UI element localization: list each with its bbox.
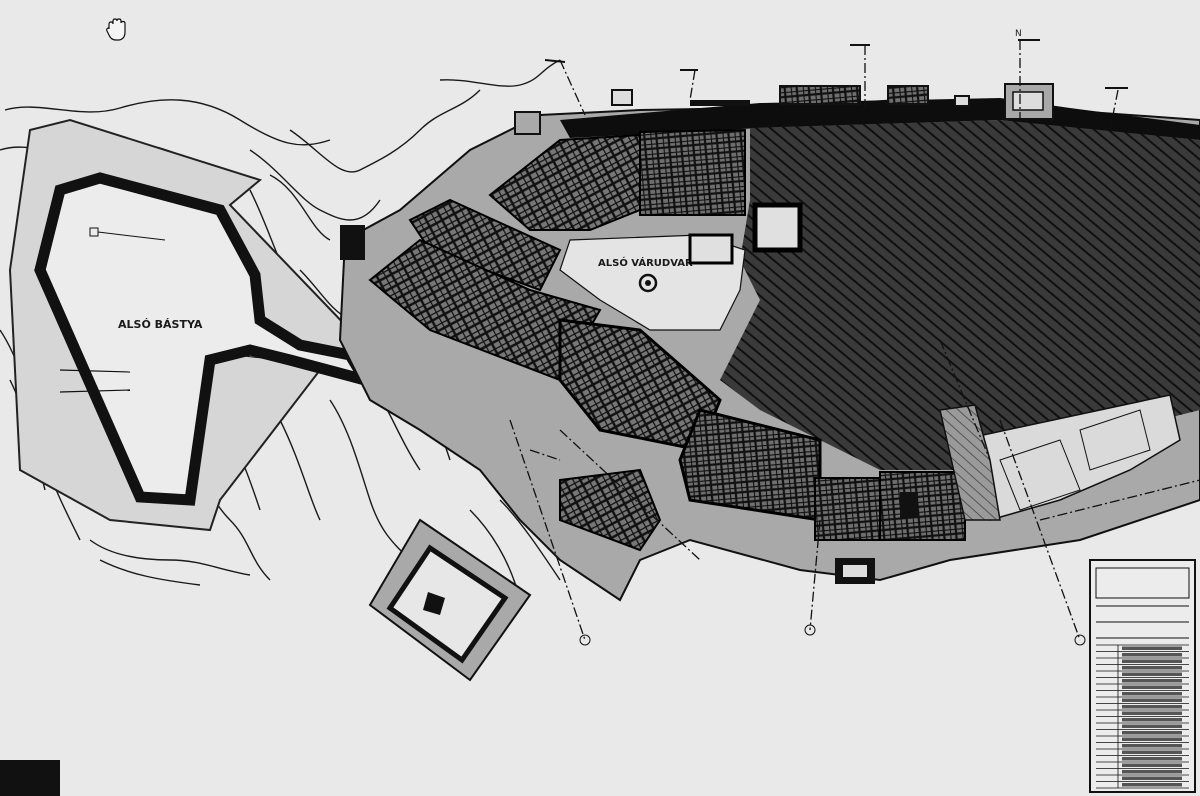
section-lines — [509, 40, 1200, 641]
east-wing[interactable] — [835, 394, 1181, 584]
label-also-bastya: ALSÓ BÁSTYA — [118, 318, 203, 331]
title-block-row-text — [1122, 672, 1182, 676]
title-block-row-text — [1122, 763, 1182, 767]
title-block-row-text — [1122, 744, 1182, 748]
title-block-row-text — [1122, 750, 1182, 754]
title-block-row-text — [1122, 724, 1182, 728]
title-block-row-text — [1122, 731, 1182, 735]
section-markers: N — [544, 29, 1128, 646]
title-block — [1089, 559, 1196, 793]
title-block-row-text — [1122, 698, 1182, 702]
title-block-row-text — [1122, 659, 1182, 663]
title-block-row-text — [1122, 737, 1182, 741]
marker-square — [89, 227, 99, 237]
title-block-row-text — [1122, 776, 1182, 780]
title-block-row-text — [1122, 646, 1182, 650]
title-block-row-text — [1122, 711, 1182, 715]
label-also-varudvar: ALSÓ VÁRUDVAR — [598, 256, 693, 269]
title-block-row-text — [1122, 679, 1182, 683]
title-block-row-text — [1122, 718, 1182, 722]
excavated-buildings[interactable] — [340, 111, 966, 552]
title-block-row-text — [1122, 692, 1182, 696]
title-block-row-text — [1122, 653, 1182, 657]
upper-courtyard-hatched — [720, 120, 1200, 470]
title-block-row-text — [1122, 685, 1182, 689]
title-block-row-text — [1122, 783, 1182, 787]
title-block-row-text — [1122, 705, 1182, 709]
well-marker — [638, 273, 658, 293]
lower-bastion[interactable]: ALSÓ BÁSTYA — [8, 118, 383, 532]
hand-pan-icon[interactable] — [106, 18, 126, 41]
title-block-row-text — [1122, 757, 1182, 761]
title-block-row-text — [1122, 770, 1182, 774]
title-block-row-text — [1122, 666, 1182, 670]
north-structures — [611, 83, 1054, 120]
corner-shadow — [0, 760, 60, 796]
south-tower[interactable] — [368, 518, 532, 682]
north-arrow-label: N — [1015, 29, 1022, 39]
